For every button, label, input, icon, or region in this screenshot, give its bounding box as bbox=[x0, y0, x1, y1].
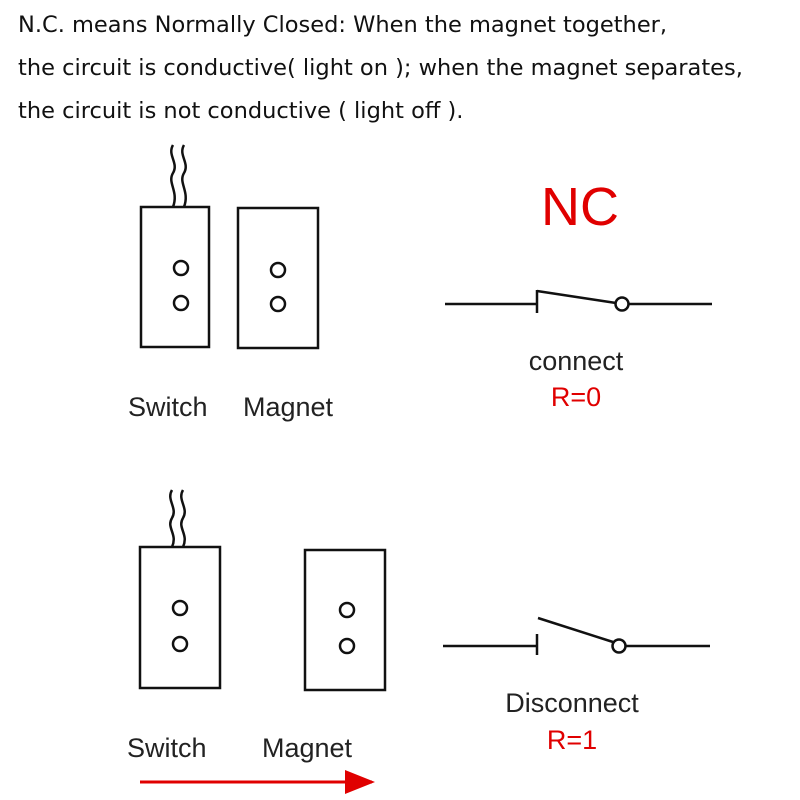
magnet-body-open bbox=[303, 548, 387, 692]
switch-body-closed bbox=[139, 144, 211, 349]
resistance-open: R=1 bbox=[547, 725, 597, 755]
description-line-1: N.C. means Normally Closed: When the mag… bbox=[18, 12, 668, 38]
switch-label-open: Switch bbox=[127, 733, 207, 763]
resistance-closed: R=0 bbox=[551, 382, 601, 412]
status-disconnect: Disconnect bbox=[505, 688, 639, 718]
switch-body-open bbox=[138, 489, 222, 690]
description-line-3: the circuit is not conductive ( light of… bbox=[18, 98, 464, 124]
status-connect: connect bbox=[529, 346, 624, 376]
description-line-2: the circuit is conductive( light on ); w… bbox=[18, 55, 743, 81]
magnet-label-closed: Magnet bbox=[243, 392, 334, 422]
switch-label-closed: Switch bbox=[128, 392, 208, 422]
switch-symbol-open bbox=[443, 616, 710, 655]
magnet-body-closed bbox=[236, 206, 320, 350]
switch-symbol-closed bbox=[445, 289, 712, 313]
nc-title: NC bbox=[541, 177, 619, 237]
magnet-label-open: Magnet bbox=[262, 733, 353, 763]
